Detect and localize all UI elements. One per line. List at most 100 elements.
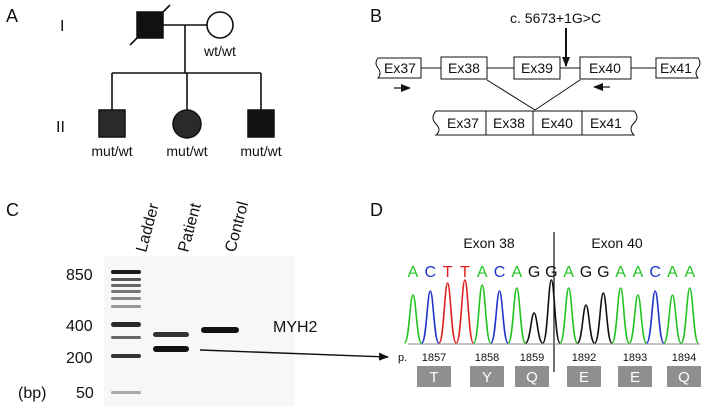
lane-label-patient: Patient [175,201,204,254]
amino-acid-box [470,366,504,387]
exon-38-label: Ex38 [448,60,480,76]
spliced-exon-40-label: Ex40 [541,115,573,131]
codon-position: 1892 [572,352,596,364]
spliced-exon-41-box [581,110,638,136]
base-letter: C [425,264,437,281]
chromatogram-peak [663,294,682,344]
exon-40-heading: Exon 40 [591,235,643,251]
ladder-size-50: 50 [76,385,94,402]
amino-acid-box [567,366,601,387]
exon-37-label: Ex37 [384,60,416,76]
exon-40-box [579,56,632,80]
chromatogram-peak [611,287,630,344]
ladder-band-7 [111,336,141,339]
protein-prefix-label: p. [398,352,407,364]
chromatogram-peak [490,290,509,344]
chromatogram-peak [524,312,544,344]
ladder-band-5 [111,297,141,300]
base-letter: G [528,264,540,281]
panel-c-letter: C [6,200,19,220]
chromatogram-peak [542,279,561,344]
chromatogram-peak [472,284,492,344]
base-letter: A [511,264,522,281]
ladder-band-850 [111,270,141,274]
ladder-size-400: 400 [66,318,93,335]
amino-acid-box [667,366,701,387]
ladder-size-850: 850 [66,267,93,284]
exon-40-label: Ex40 [589,60,621,76]
size-unit-label: (bp) [18,385,46,402]
chromatogram-peak [628,294,648,344]
base-letter: A [477,264,488,281]
gene-label: MYH2 [273,319,318,336]
lane-label-ladder: Ladder [133,201,162,254]
amino-acid-letter: Y [482,369,492,386]
amino-acid-letter: Q [678,369,690,386]
mutation-label: c. 5673+1G>C [510,10,601,26]
chromatogram-peak [438,282,457,344]
son-1-affected-square [98,109,126,138]
exon-39-box [513,56,561,80]
codon-position: 1893 [623,352,647,364]
spliced-exon-41-label: Ex41 [590,115,622,131]
chromatogram-peak [576,304,596,344]
base-letter: T [443,264,453,281]
lane-label-control: Control [222,200,252,254]
spliced-exon-40-box [532,110,583,136]
chromatogram-peak [645,290,665,344]
spliced-exon-37-box [432,110,487,136]
chromatogram-peak [680,287,700,344]
ladder-size-200: 200 [66,350,93,367]
panel-d-letter: D [370,200,383,220]
generation-1-label: I [60,18,64,35]
base-letter: A [667,264,678,281]
panel-a-letter: A [6,6,18,26]
chromatogram-traces [403,279,700,344]
chromatogram-peak [559,287,578,344]
exon-39-label: Ex39 [521,60,553,76]
ladder-band-2 [111,278,141,281]
spliced-exon-38-label: Ex38 [493,115,525,131]
base-letter: A [408,264,419,281]
generation-2-label: II [56,119,65,136]
exon-41-box [655,57,701,79]
base-letter: A [684,264,695,281]
mother-unaffected-circle [206,11,234,39]
mother-genotype: wt/wt [203,43,236,59]
amino-acid-box [515,366,549,387]
amino-acid-letter: Q [526,369,538,386]
splice-line-right [534,79,581,111]
chromatogram-peak [455,279,475,344]
base-letter: A [615,264,626,281]
chromatogram-peak [421,290,440,344]
chromatogram-peak [403,294,423,344]
base-letter: C [494,264,506,281]
exon-38-box [440,56,488,80]
ladder-band-200 [111,354,141,358]
chromatogram-peak [507,287,527,344]
codon-position: 1857 [422,352,446,364]
base-letter: C [649,264,661,281]
splice-line-left [486,79,536,111]
exon-38-heading: Exon 38 [463,235,515,251]
exon-41-label: Ex41 [660,60,692,76]
ladder-band-4 [111,290,141,293]
father-deceased-slash [129,4,171,46]
control-band [201,327,239,333]
amino-acid-letter: E [630,369,640,386]
patient-band-lower [153,346,189,352]
chromatogram-peak [594,292,613,344]
codon-position: 1859 [520,352,544,364]
base-letter: T [460,264,470,281]
amino-acid-letter: E [579,369,589,386]
son-2-genotype: mut/wt [240,143,281,159]
amino-acid-letter: T [429,369,438,386]
ladder-band-6 [111,305,141,308]
panel-c-gel: C Ladder Patient Control 850 400 200 50 … [6,200,389,406]
panel-b-letter: B [370,6,382,26]
base-letter: A [563,264,574,281]
